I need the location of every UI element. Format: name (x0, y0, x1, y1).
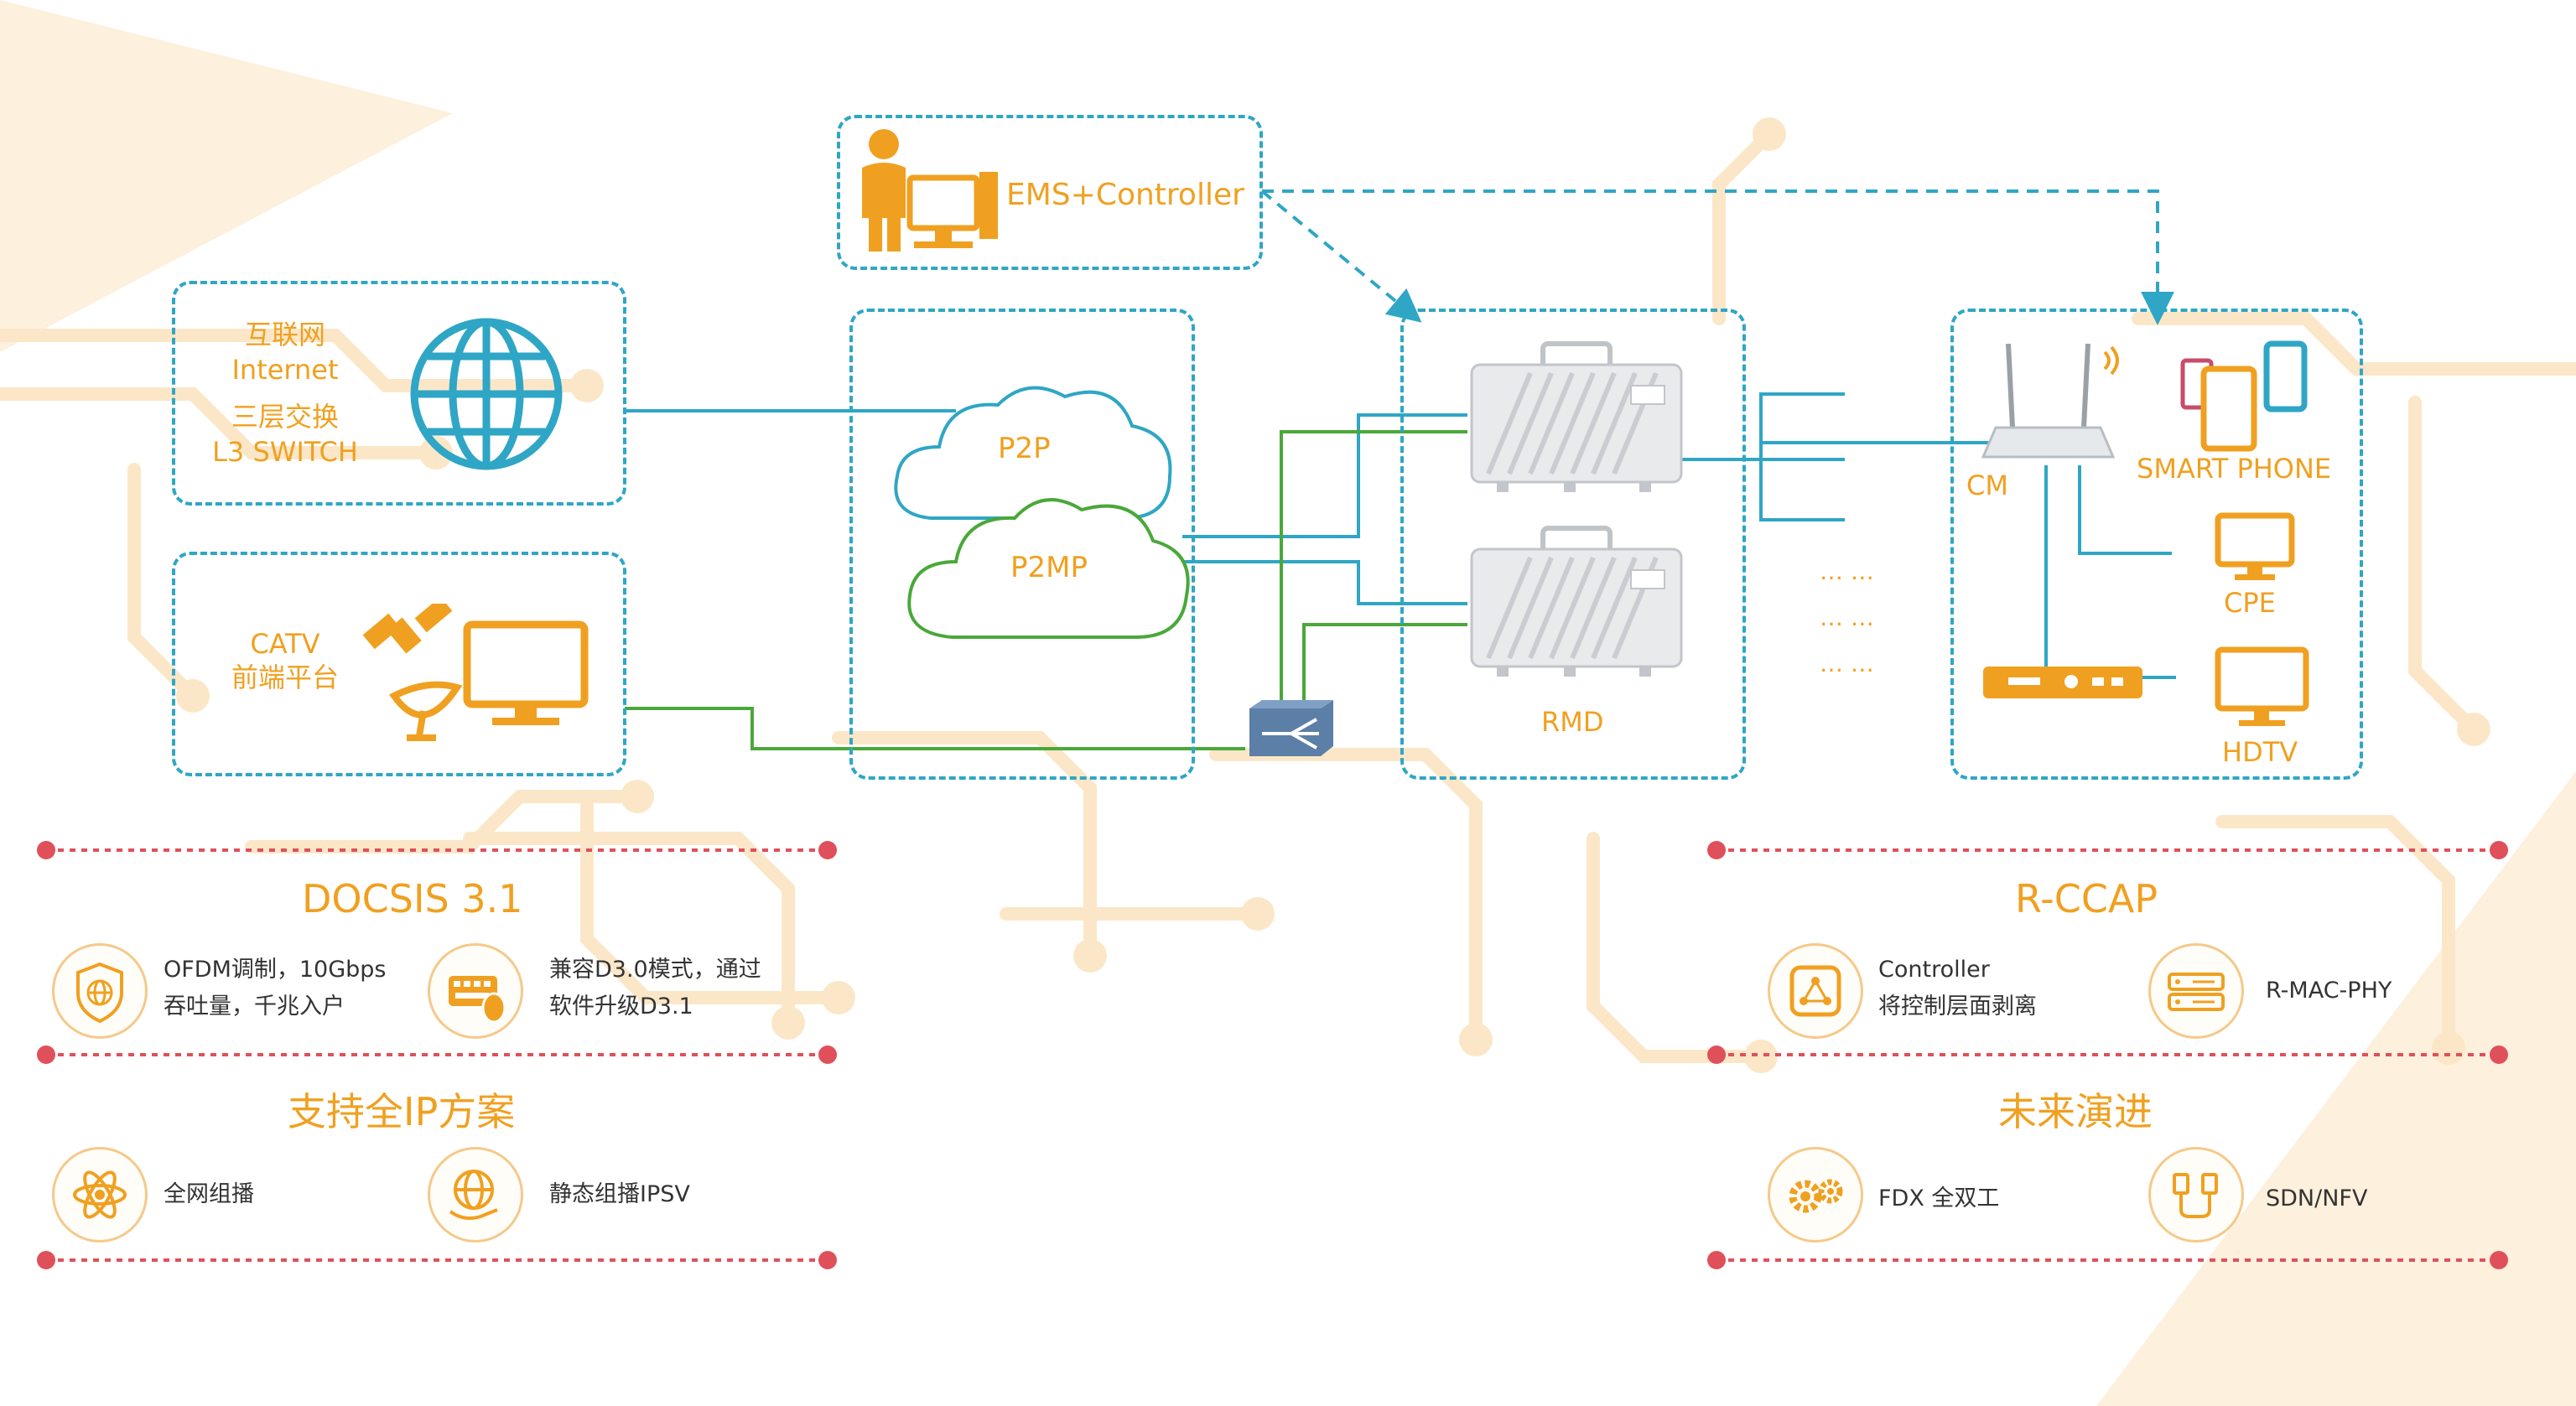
l3-switch-label-cn: 三层交换 (231, 401, 339, 433)
rmd-more-dots-2: … … (1820, 604, 1874, 631)
future-feature-1: FDX 全双工 (1878, 1186, 2000, 1211)
future-feature-2: SDN/NFV (2266, 1186, 2368, 1211)
ip-title: 支持全IP方案 (288, 1089, 516, 1134)
server-rack-badge (2148, 943, 2244, 1039)
network-plug-icon (2173, 1173, 2218, 1218)
cm-router-icon (1981, 343, 2119, 459)
smartphone-tablet-icon (2180, 340, 2308, 452)
smart-phone-label: SMART PHONE (2137, 453, 2332, 485)
optical-splitter-icon (1249, 700, 1333, 756)
rmd-label: RMD (1541, 706, 1604, 738)
docsis-feature-1-line-2: 吞吐量，千兆入户 (164, 994, 345, 1019)
controller-icon (1789, 965, 1841, 1017)
rccap-feature-1-line-1: Controller (1878, 957, 1990, 983)
rccap-feature-2: R-MAC-PHY (2266, 978, 2392, 1004)
globe-hand-badge (428, 1147, 523, 1243)
gears-icon (1789, 1179, 1843, 1213)
keyboard-mouse-icon (449, 976, 506, 1024)
docsis-feature-1: OFDM调制，10Gbps 吞吐量，千兆入户 (164, 952, 387, 1025)
ip-feature-1: 全网组播 (164, 1181, 254, 1207)
keyboard-mouse-badge (428, 943, 523, 1039)
rmd-more-dots-3: … … (1820, 650, 1874, 677)
rccap-feature-1-line-2: 将控制层面剥离 (1878, 994, 2037, 1019)
atom-icon (73, 1170, 127, 1219)
rccap-title: R-CCAP (2015, 876, 2158, 921)
globe-hand-icon (449, 1170, 498, 1220)
controller-badge (1768, 943, 1863, 1039)
server-rack-icon (2168, 973, 2225, 1011)
catv-label: CATV 前端平台 (214, 627, 356, 694)
docsis-feature-2-line-2: 软件升级D3.1 (549, 994, 693, 1019)
docsis-feature-2-line-1: 兼容D3.0模式，通过 (549, 957, 761, 983)
network-plug-badge (2148, 1147, 2244, 1243)
internet-label-en: Internet (231, 354, 339, 386)
ip-feature-2: 静态组播IPSV (549, 1181, 690, 1207)
hdtv-label: HDTV (2222, 736, 2298, 768)
cpe-computer-icon (2215, 512, 2295, 580)
rmd-device-top (1470, 341, 1683, 492)
catv-box (172, 552, 626, 776)
operator-computer-icon (862, 129, 998, 252)
internet-label-cn: 互联网 (244, 319, 325, 350)
core-network-box (849, 309, 1195, 780)
globe-icon (410, 318, 563, 470)
set-top-box-icon (1983, 667, 2142, 698)
docsis-feature-2: 兼容D3.0模式，通过 软件升级D3.1 (549, 952, 761, 1025)
p2mp-label: P2MP (1010, 551, 1088, 584)
internet-box (172, 281, 626, 506)
satellite-dish-icon (362, 604, 463, 741)
shield-globe-icon (76, 962, 123, 1024)
ems-box (837, 115, 1263, 270)
catv-label-cn: 前端平台 (231, 661, 339, 693)
rmd-device-bottom (1470, 526, 1683, 677)
tv-monitor-icon (463, 620, 589, 725)
docsis-feature-1-line-1: OFDM调制，10Gbps (164, 957, 387, 983)
internet-label: 互联网 Internet 三层交换 L3 SWITCH (189, 317, 382, 470)
future-title: 未来演进 (1998, 1089, 2153, 1134)
gears-badge (1768, 1147, 1863, 1243)
home-network-box (1950, 309, 2363, 780)
rccap-feature-1: Controller 将控制层面剥离 (1878, 952, 2037, 1025)
l3-switch-label-en: L3 SWITCH (212, 436, 358, 468)
hdtv-icon (2215, 646, 2309, 726)
p2mp-cloud (907, 498, 1190, 639)
catv-label-en: CATV (250, 628, 320, 660)
cm-label: CM (1966, 470, 2008, 501)
ems-label: EMS+Controller (1006, 178, 1244, 212)
p2p-label: P2P (998, 432, 1051, 465)
p2p-cloud (894, 386, 1172, 520)
docsis-title: DOCSIS 3.1 (302, 876, 523, 921)
atom-badge (52, 1147, 148, 1243)
rmd-box (1400, 309, 1746, 780)
shield-globe-badge (52, 943, 148, 1039)
rmd-more-dots-1: … … (1820, 558, 1874, 585)
cpe-label: CPE (2224, 587, 2276, 619)
